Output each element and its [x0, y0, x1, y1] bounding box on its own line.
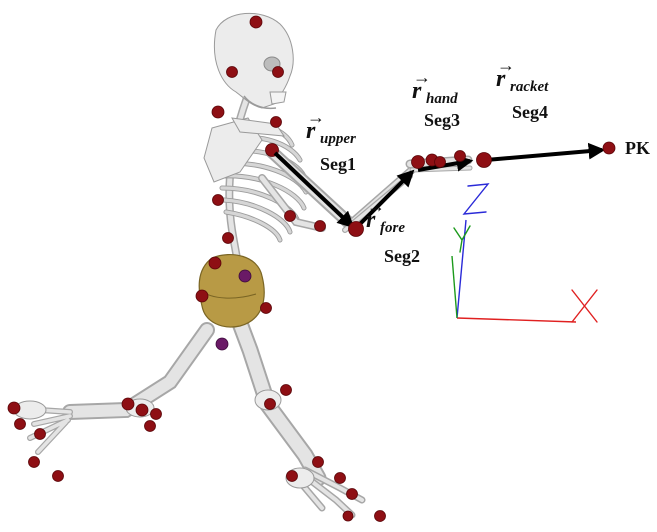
elbow-marker: [349, 222, 364, 237]
marker: [8, 402, 20, 414]
hand-marker: [455, 151, 466, 162]
marker: [209, 257, 221, 269]
seg1-name: Seg1: [320, 154, 356, 174]
marker: [145, 421, 156, 432]
marker: [287, 471, 298, 482]
marker: [343, 511, 353, 521]
marker: [265, 399, 276, 410]
seg3-name: Seg3: [424, 110, 460, 130]
marker: [313, 457, 324, 468]
seg3-subscript: hand: [426, 91, 458, 107]
marker: [15, 419, 26, 430]
vector-arrow-accent: →: [413, 67, 431, 87]
pelvis: [199, 255, 264, 327]
marker: [250, 16, 262, 28]
marker: [122, 398, 134, 410]
seg4-arrow: [486, 150, 602, 160]
pk-marker: [603, 142, 615, 154]
marker: [335, 473, 346, 484]
marker: [223, 233, 234, 244]
seg2-name: Seg2: [384, 246, 420, 266]
marker: [315, 221, 326, 232]
seg4-label: r → racket Seg4: [496, 55, 549, 122]
seg4-subscript: racket: [510, 79, 549, 95]
pk-label: PK: [625, 138, 650, 158]
body-markers: [8, 16, 386, 522]
marker: [213, 195, 224, 206]
seg2-label: r → fore Seg2: [366, 196, 420, 266]
seg1-label: r → upper Seg1: [306, 107, 356, 174]
marker: [239, 270, 251, 282]
marker: [285, 211, 296, 222]
marker: [53, 471, 64, 482]
marker: [273, 67, 284, 78]
seg1-subscript: upper: [320, 131, 356, 147]
marker: [196, 290, 208, 302]
x-axis-line: [457, 318, 576, 322]
seg3-label: r → hand Seg3: [412, 67, 460, 130]
marker: [35, 429, 46, 440]
y-axis-glyph: [454, 226, 470, 252]
marker: [347, 489, 358, 500]
marker: [136, 404, 148, 416]
grip-marker: [477, 153, 492, 168]
marker: [227, 67, 238, 78]
y-axis-line: [452, 256, 457, 318]
marker: [375, 511, 386, 522]
seg4-name: Seg4: [512, 102, 548, 122]
vector-arrow-accent: →: [367, 196, 385, 216]
z-axis-glyph: [464, 184, 488, 214]
marker: [261, 303, 272, 314]
vector-arrow-accent: →: [307, 107, 325, 127]
wrist-marker: [412, 156, 425, 169]
marker: [151, 409, 162, 420]
marker: [216, 338, 228, 350]
skeleton-model: [8, 13, 470, 521]
vector-arrow-accent: →: [497, 55, 515, 75]
marker: [212, 106, 224, 118]
hand-marker: [435, 157, 446, 168]
marker: [29, 457, 40, 468]
marker: [281, 385, 292, 396]
marker: [271, 117, 282, 128]
x-axis-glyph: [572, 290, 597, 322]
seg2-subscript: fore: [380, 220, 405, 236]
front-leg: [238, 318, 362, 515]
